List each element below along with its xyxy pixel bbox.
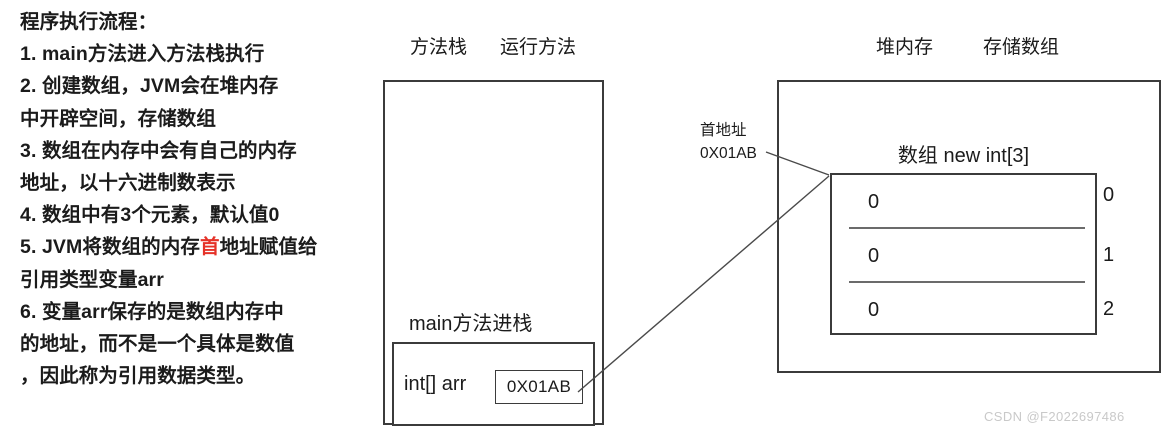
notes-line-11: ，因此称为引用数据类型。	[20, 365, 256, 388]
array-cell-value-1: 0	[868, 244, 880, 267]
notes-line-5: 地址，以十六进制数表示	[20, 172, 236, 195]
notes-line-8: 引用类型变量arr	[20, 268, 164, 291]
heap-store-array-heading: 存储数组	[983, 37, 1060, 58]
array-cell-value-2: 0	[868, 298, 880, 321]
array-index-1: 1	[1103, 244, 1115, 266]
heap-memory-heading: 堆内存	[876, 37, 934, 58]
array-cell-2: 0	[832, 283, 1095, 337]
notes-line-9: 6. 变量arr保存的是数组内存中	[20, 300, 284, 323]
array-divider-1	[849, 281, 1085, 283]
array-cell-0: 0	[832, 175, 1095, 229]
notes-line-6: 4. 数组中有3个元素，默认值0	[20, 204, 280, 227]
notes-line-3: 中开辟空间，存储数组	[20, 107, 217, 130]
variable-address-box: 0X01AB	[495, 370, 583, 404]
variable-address-value: 0X01AB	[506, 377, 572, 396]
notes-title: 程序执行流程：	[20, 11, 158, 33]
notes-line-7-part1: 5. JVM将数组的内存	[20, 236, 200, 259]
first-address-value: 0X01AB	[700, 145, 757, 162]
main-frame-label: main方法进栈	[409, 313, 533, 335]
array-divider-0	[849, 227, 1085, 229]
notes-line-7-part2: 地址赋值给	[219, 236, 318, 259]
notes-line-1: 1. main方法进入方法栈执行	[20, 43, 265, 66]
heap-first-address-label: 首地址 0X01AB	[700, 119, 757, 165]
notes-line-10: 的地址，而不是一个具体是数值	[20, 333, 295, 356]
array-index-2: 2	[1103, 298, 1115, 320]
notes-line-7: 5. JVM将数组的内存首地址赋值给	[20, 231, 370, 263]
notes-line-2: 2. 创建数组，JVM会在堆内存	[20, 75, 279, 98]
method-stack-heading: 方法栈	[410, 37, 468, 58]
notes-line-4: 3. 数组在内存中会有自己的内存	[20, 139, 297, 162]
array-title: 数组 new int[3]	[897, 145, 1030, 167]
first-address-caption: 首地址	[700, 122, 747, 139]
notes-highlight-first-address: 首	[199, 236, 220, 259]
array-box: 0 0 0	[830, 173, 1097, 335]
csdn-watermark: CSDN @F2022697486	[984, 409, 1125, 424]
method-stack-run-heading: 运行方法	[500, 37, 577, 58]
array-cell-value-0: 0	[868, 190, 880, 213]
array-cell-1: 0	[832, 229, 1095, 283]
array-index-0: 0	[1103, 184, 1115, 206]
explanation-notes: 程序执行流程： 1. main方法进入方法栈执行 2. 创建数组，JVM会在堆内…	[20, 6, 370, 392]
variable-declaration-label: int[] arr	[404, 373, 467, 395]
